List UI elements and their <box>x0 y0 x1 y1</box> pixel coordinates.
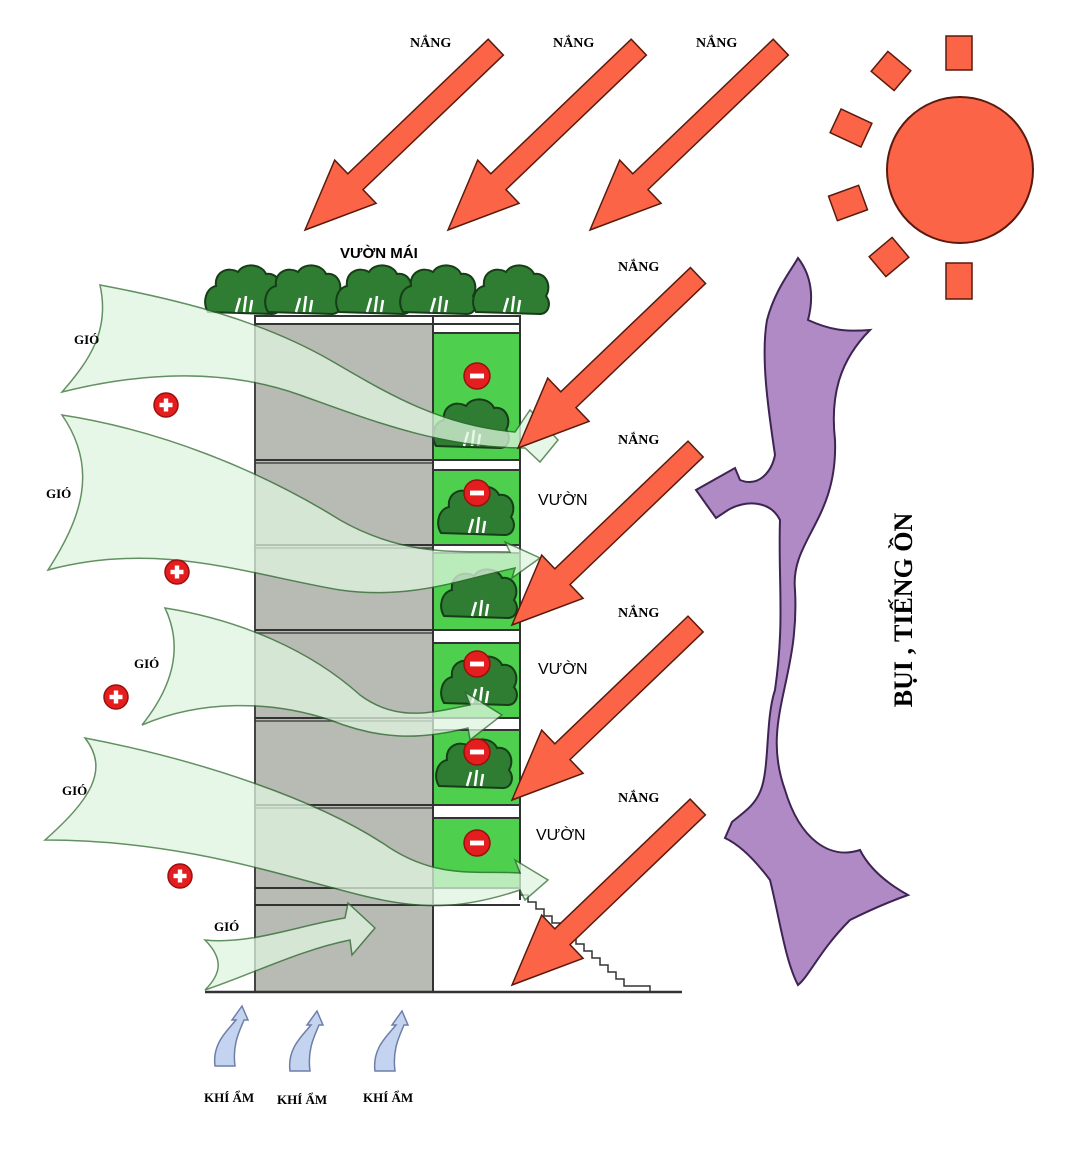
sun-arrow <box>510 440 705 627</box>
minus-marker-icon <box>463 479 491 507</box>
sun-arrow <box>588 38 790 232</box>
wind-arrow <box>46 413 542 594</box>
plus-marker-icon <box>103 684 129 710</box>
plus-marker-icon <box>167 863 193 889</box>
stair <box>520 894 651 992</box>
minus-marker-icon <box>463 738 491 766</box>
sun-arrow <box>446 38 648 232</box>
sun-label: NẮNG <box>410 34 451 51</box>
garden-label: VƯỜN <box>536 825 586 844</box>
sun-label: NẮNG <box>553 34 594 51</box>
humid-air-label: KHÍ ẨM <box>204 1090 254 1105</box>
tree-icon <box>263 264 343 316</box>
humid-air-arrow <box>288 1010 324 1072</box>
humid-air-label: KHÍ ẨM <box>277 1092 327 1107</box>
minus-marker-icon <box>463 829 491 857</box>
roof-slab <box>254 315 521 325</box>
wind-arrow <box>202 901 377 991</box>
sun-icon <box>827 35 1034 300</box>
wind-label: GIÓ <box>62 783 87 798</box>
sun-arrow <box>510 615 705 802</box>
humid-air-label: KHÍ ẨM <box>363 1090 413 1105</box>
wind-arrow <box>43 736 550 907</box>
wind-arrow <box>141 607 504 742</box>
sun-label: NẮNG <box>618 431 659 448</box>
humid-air-arrow <box>213 1005 249 1067</box>
sun-arrow <box>510 797 707 987</box>
tree-icon <box>471 264 551 316</box>
minus-marker-icon <box>463 650 491 678</box>
dust-noise-shape <box>694 256 911 987</box>
wind-label: GIÓ <box>134 656 159 671</box>
humid-air-arrow <box>373 1010 409 1072</box>
plus-marker-icon <box>153 392 179 418</box>
minus-marker-icon <box>463 362 491 390</box>
dust-noise-label: BỤI , TIẾNG ỒN <box>889 512 918 707</box>
wind-label: GIÓ <box>214 919 239 934</box>
garden-label: VƯỜN <box>538 659 588 678</box>
plus-marker-icon <box>164 559 190 585</box>
sun-label: NẮNG <box>618 258 659 275</box>
wind-label: GIÓ <box>46 486 71 501</box>
sun-label: NẮNG <box>696 34 737 51</box>
roof-garden <box>203 264 551 316</box>
tree-icon <box>398 264 478 316</box>
roof-garden-label: VƯỜN MÁI <box>340 244 418 262</box>
sun-label: NẮNG <box>618 604 659 621</box>
garden-label: VƯỜN <box>538 490 588 509</box>
sun-arrow <box>516 266 707 450</box>
sun-arrow <box>303 38 505 232</box>
wind-label: GIÓ <box>74 332 99 347</box>
sun-label: NẮNG <box>618 789 659 806</box>
wind-arrow <box>59 284 559 464</box>
